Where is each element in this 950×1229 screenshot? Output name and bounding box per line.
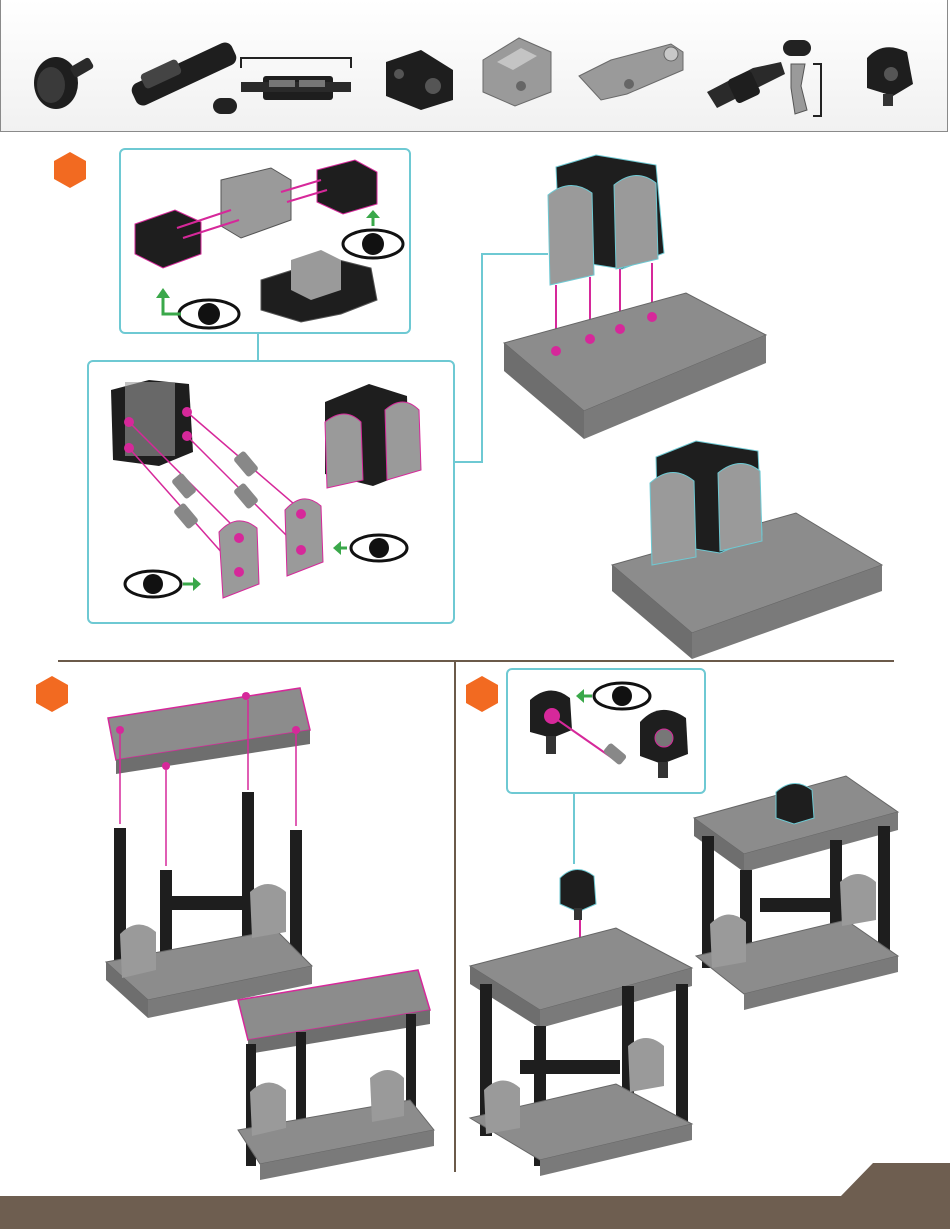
footer-bar [0, 1196, 950, 1229]
